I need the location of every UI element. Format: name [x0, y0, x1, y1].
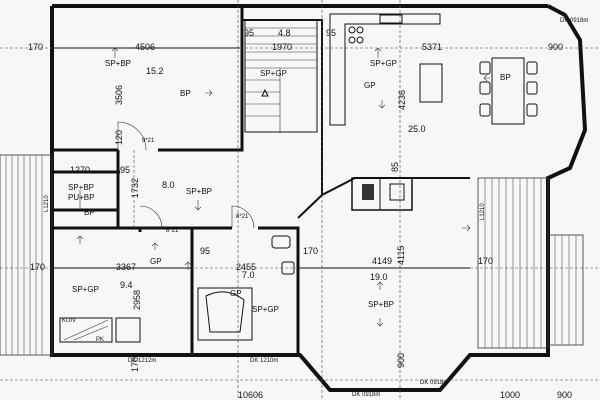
label-sp-bp-living: SP+BP — [368, 300, 394, 309]
small-labels: 9*21 8*21 8*21 KUIV PK DK 1212m DK 1210m… — [44, 18, 588, 398]
label-door-8-21-b: 8*21 — [166, 228, 179, 234]
dim-wall-95-b: 95 — [326, 28, 336, 38]
label-sp-gp-stair: SP+GP — [260, 69, 287, 78]
staircase — [244, 19, 318, 133]
label-l1210-left: L1210 — [44, 195, 50, 212]
label-gp-bath: GP — [230, 289, 242, 298]
dim-bottom-1000: 1000 — [500, 390, 520, 400]
dim-left-1732: 1732 — [130, 178, 140, 198]
label-door-8-21-a: 8*21 — [236, 214, 249, 220]
dim-left-3367: 3367 — [116, 262, 136, 272]
dim-bottom-900: 900 — [396, 353, 406, 368]
right-terrace — [477, 177, 584, 349]
dim-bottom-total: 10606 — [238, 390, 263, 400]
label-pu-bp: PU+BP — [68, 193, 94, 202]
dim-right-170: 170 — [478, 256, 493, 266]
label-dk-1210m: DK 1210m — [250, 358, 278, 364]
dim-bath-95: 95 — [200, 246, 210, 256]
area-bedroom: 15.2 — [146, 66, 164, 76]
label-dk-1212m: DK 1212m — [128, 358, 156, 364]
dim-kitchen-width: 5371 — [422, 42, 442, 52]
dim-fireplace-85: 85 — [390, 162, 400, 172]
door-swings — [79, 121, 255, 229]
dim-left-95: 95 — [120, 165, 130, 175]
label-pk: PK — [96, 337, 104, 343]
dim-right-900: 900 — [548, 42, 563, 52]
dim-top-left: 170 — [28, 42, 43, 52]
area-bath: 7.0 — [242, 270, 255, 280]
label-dk-0918m-a: DK 0918m — [352, 392, 380, 398]
dim-bottom-170: 170 — [130, 357, 140, 372]
label-bp-dining: BP — [500, 73, 511, 82]
dim-left-170-mid: 170 — [30, 262, 45, 272]
dim-living-width: 4149 — [372, 256, 392, 266]
dim-kitchen-height: 4236 — [397, 90, 407, 110]
label-gp-kitchen: GP — [364, 81, 376, 90]
label-dk-0918m-c: DK 0918m — [560, 18, 588, 24]
label-dk-0918m-b: DK 0918m — [420, 380, 448, 386]
utility-fixtures — [59, 317, 141, 343]
label-gp-utility: GP — [150, 257, 162, 266]
room-areas: 15.2 4.8 25.0 8.0 7.0 9.4 19.0 — [120, 28, 426, 290]
label-bp-short: BP — [84, 208, 95, 217]
dim-left-2958: 2958 — [132, 290, 142, 310]
dim-stair-width: 1970 — [272, 42, 292, 52]
bath-fixtures — [197, 235, 295, 341]
kitchen-counter — [329, 13, 443, 126]
dim-left-120: 120 — [114, 130, 124, 145]
label-sp-gp-utility: SP+GP — [72, 285, 99, 294]
label-door-9-21: 9*21 — [142, 138, 155, 144]
outlet-labels: SP+BP BP SP+GP SP+GP GP BP SP+BP SP+BP P… — [68, 59, 511, 314]
area-utility: 9.4 — [120, 280, 133, 290]
label-sp-bp-bedroom: SP+BP — [105, 59, 131, 68]
area-living: 19.0 — [370, 272, 388, 282]
label-sp-gp-kitchen: SP+GP — [370, 59, 397, 68]
fireplace — [351, 177, 413, 211]
label-bp-bedroom: BP — [180, 89, 191, 98]
dim-bath-170: 170 — [303, 246, 318, 256]
dim-bottom-right-900: 900 — [557, 390, 572, 400]
dining-table — [479, 57, 538, 125]
dim-left-room-width: 4506 — [135, 42, 155, 52]
dim-left-room-height: 3506 — [114, 85, 124, 105]
label-sp-bp-hall: SP+BP — [186, 187, 212, 196]
area-stair: 4.8 — [278, 28, 291, 38]
exterior-wall — [50, 4, 588, 392]
dim-wall-95-a: 95 — [244, 28, 254, 38]
label-sp-bp-wc: SP+BP — [68, 183, 94, 192]
label-sp-gp-bath: SP+GP — [252, 305, 279, 314]
dim-bath-width: 2455 — [236, 262, 256, 272]
dim-left-1270: 1270 — [70, 165, 90, 175]
arrows — [76, 47, 490, 327]
area-kitchen-living: 25.0 — [408, 124, 426, 134]
label-l1210-right: L1210 — [480, 203, 486, 220]
left-terrace — [0, 154, 53, 356]
label-kuiv: KUIV — [62, 318, 76, 324]
area-hall: 8.0 — [162, 180, 175, 190]
dimension-texts: 170 4506 3506 95 1970 95 5371 4236 900 1… — [28, 28, 572, 400]
dim-living-height: 4115 — [396, 246, 406, 265]
